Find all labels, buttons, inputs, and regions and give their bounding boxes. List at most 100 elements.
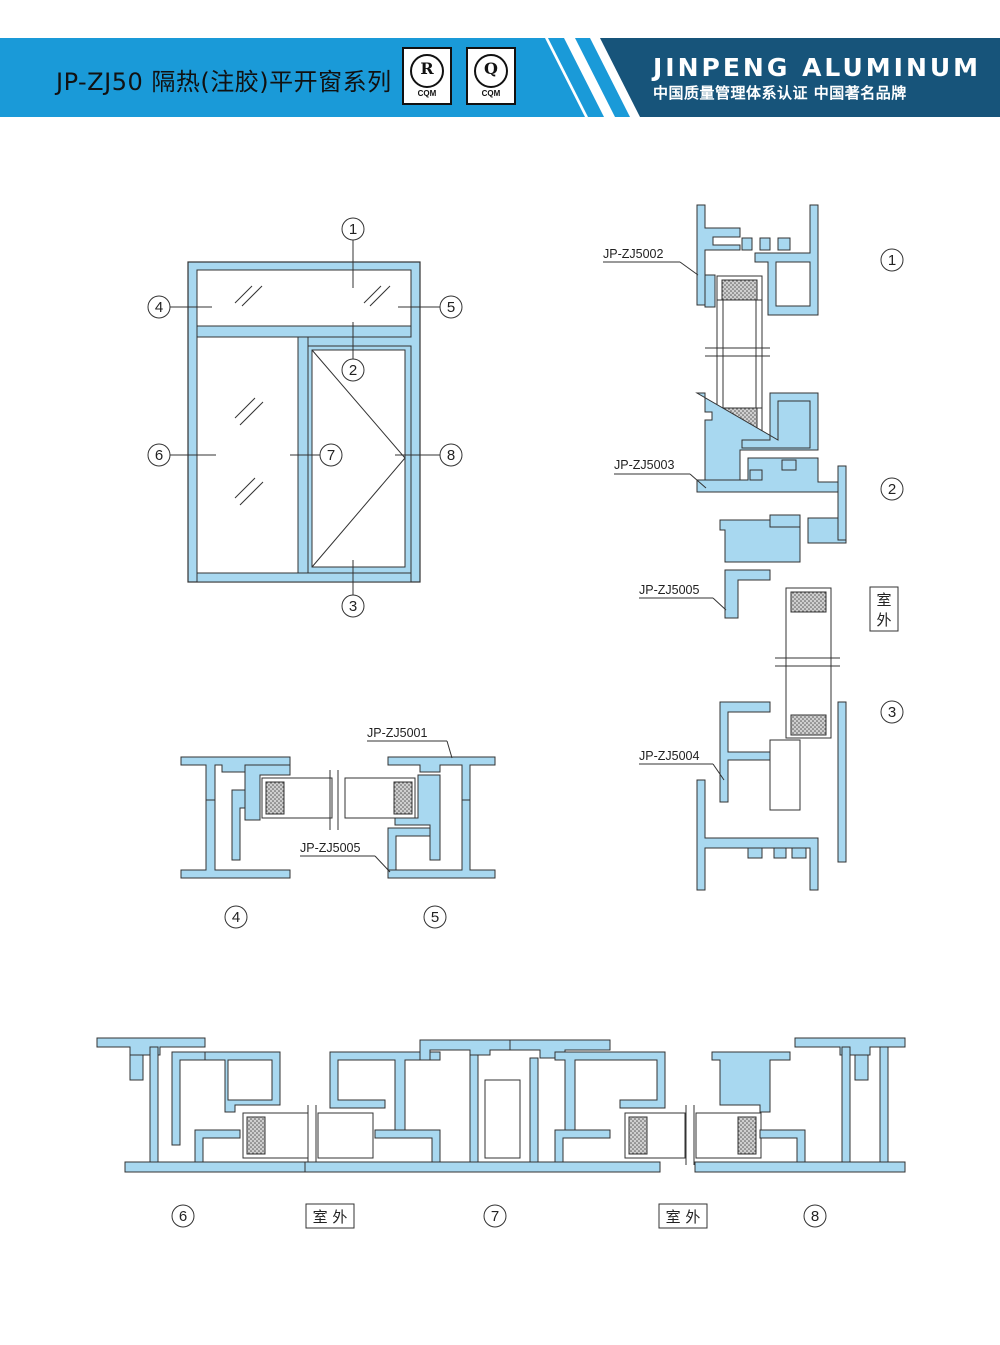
vertical-section-labels: JP-ZJ5002 JP-ZJ5003 JP-ZJ5005 JP-ZJ5004 … (603, 247, 904, 781)
frame-right-base (694, 1161, 906, 1173)
sash-left-lower (194, 1129, 241, 1163)
sash-inner (769, 514, 801, 528)
transom-glass (196, 269, 412, 327)
sill-frame (696, 779, 819, 891)
callout-7: 7 (319, 443, 343, 467)
frame-left-hook (129, 1054, 144, 1081)
callout-5: 5 (439, 295, 463, 319)
sash-far-right (711, 1051, 791, 1113)
header-stripe (575, 38, 630, 117)
transom-bar (196, 325, 412, 338)
svg-text:室 外: 室 外 (666, 1208, 701, 1226)
cert-sub: CQM (481, 89, 501, 98)
spacer (721, 279, 758, 301)
spacer (737, 1116, 757, 1155)
section-number-3: 3 (880, 700, 904, 724)
frame-left-base (124, 1161, 306, 1173)
profile-zj5005-body (724, 569, 771, 619)
vertical-section (695, 204, 847, 891)
brand-slogan: 中国质量管理体系认证 中国著名品牌 (653, 84, 907, 102)
section-6-7-8-labels: 6 7 8 室 外 室 外 (171, 1203, 827, 1229)
opening-indicator (311, 349, 406, 568)
glazing-bead (704, 274, 716, 308)
profile-left-body (180, 799, 291, 879)
profile-zj5002-outer (754, 204, 819, 316)
profile-left-sash (244, 764, 291, 821)
profile-zj5005 (719, 519, 801, 563)
glass-pane (716, 299, 724, 409)
spacer (790, 714, 827, 736)
cert-letter: Q (484, 59, 498, 78)
sash-right-lower (554, 1129, 611, 1163)
cert-letter: R (420, 59, 434, 78)
svg-text:2: 2 (888, 481, 896, 498)
outdoor-label-bottom-right: 室 外 (658, 1203, 708, 1229)
svg-text:外: 外 (876, 611, 891, 629)
callout-4: 4 (147, 295, 171, 319)
label-zj5002: JP-ZJ5002 (603, 247, 663, 261)
glass-pane (755, 299, 763, 409)
section-number-7: 7 (483, 1204, 507, 1228)
window-elevation: 1 2 3 4 5 6 7 8 (147, 217, 463, 618)
spacer (265, 781, 285, 815)
svg-text:5: 5 (431, 909, 439, 926)
callout-2: 2 (341, 358, 365, 382)
spacer (246, 1116, 266, 1155)
callout-1: 1 (341, 217, 365, 241)
svg-text:5: 5 (447, 299, 455, 316)
callout-6: 6 (147, 443, 171, 467)
header-stripe (548, 38, 604, 117)
mullion-core (484, 1079, 521, 1159)
svg-text:6: 6 (155, 447, 163, 464)
page-title: JP-ZJ50 隔热(注胶)平开窗系列 (56, 68, 392, 96)
callout-8: 8 (439, 443, 463, 467)
label-zj5004: JP-ZJ5004 (639, 749, 699, 763)
label-zj5005-mid: JP-ZJ5005 (300, 841, 360, 855)
section-number-2: 2 (880, 477, 904, 501)
sill-bar (196, 572, 412, 583)
label-zj5005-right: JP-ZJ5005 (639, 583, 699, 597)
cert-r-badge: R CQM (402, 47, 452, 105)
section-number-6: 6 (171, 1204, 195, 1228)
glass-hatch (234, 285, 391, 506)
svg-text:7: 7 (491, 1208, 499, 1225)
mullion-right-web (529, 1057, 539, 1163)
svg-text:4: 4 (232, 909, 240, 926)
mullion-web (469, 1054, 479, 1163)
label-zj5001: JP-ZJ5001 (367, 726, 427, 740)
svg-text:1: 1 (888, 252, 896, 269)
spacer (790, 591, 827, 613)
thermal-lugs (749, 459, 797, 481)
spacer (628, 1116, 648, 1155)
header-dark-band (600, 38, 1000, 117)
section-number-8: 8 (803, 1204, 827, 1228)
section-4-5-labels: JP-ZJ5001 JP-ZJ5005 4 5 (224, 726, 453, 929)
frame-right-hook (854, 1054, 869, 1081)
profile-zj5004-frame (769, 739, 801, 811)
profile-zj5005-mid (394, 774, 441, 861)
profile-zj5001 (387, 756, 496, 801)
svg-text:8: 8 (447, 447, 455, 464)
section-4-5 (180, 756, 496, 879)
cert-ring (474, 54, 508, 88)
frame-right-outer (879, 1046, 889, 1163)
svg-text:3: 3 (888, 704, 896, 721)
svg-text:2: 2 (349, 362, 357, 379)
profile-zj5003 (695, 392, 819, 481)
svg-text:4: 4 (155, 299, 163, 316)
profile-right-inner (387, 827, 431, 871)
section-number-5: 5 (423, 905, 447, 929)
outdoor-label-bottom-left: 室 外 (305, 1203, 355, 1229)
cert-sub: CQM (417, 89, 437, 98)
section-number-4: 4 (224, 905, 248, 929)
svg-text:8: 8 (811, 1208, 819, 1225)
svg-text:室: 室 (876, 591, 891, 609)
svg-text:室 外: 室 外 (313, 1208, 348, 1226)
outdoor-label-right: 室 外 (869, 586, 899, 632)
svg-text:7: 7 (327, 447, 335, 464)
spacer (393, 781, 413, 815)
header-banner: JP-ZJ50 隔热(注胶)平开窗系列 R CQM Q CQM JINPENG … (0, 0, 1000, 117)
profile-zj5003-base (696, 457, 839, 493)
thermal-lugs (747, 847, 807, 859)
